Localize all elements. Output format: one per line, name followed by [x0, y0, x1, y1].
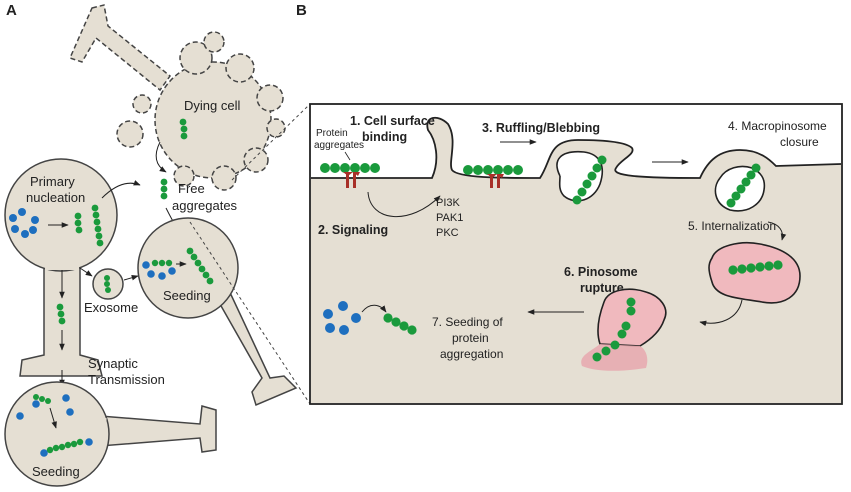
rupture-leak: [581, 344, 648, 371]
primary-nucleation-label-1: Primary: [30, 174, 75, 189]
macropinosome-aggregate: [726, 163, 761, 208]
step4-label-1: 4. Macropinosome: [728, 119, 827, 133]
bottom-soma: [4, 381, 110, 487]
kinase-pkc: PKC: [436, 227, 459, 239]
step6-label-1: 6. Pinosome: [564, 265, 638, 279]
protein-aggregates-label-1: Protein: [316, 128, 348, 139]
free-aggregates-label-1: Free: [178, 181, 205, 196]
ruptured-aggregate: [592, 297, 636, 362]
plasma-membrane: [311, 116, 842, 179]
exosome-label: Exosome: [84, 300, 138, 315]
kinase-pak1: PAK1: [436, 212, 463, 224]
seeding-soma: [137, 217, 239, 319]
exosome-release-arrow: [79, 267, 93, 277]
panel-a-label: A: [6, 2, 17, 19]
panel-b-label: B: [296, 2, 307, 19]
b-monomers: [323, 301, 361, 335]
monomers: [9, 208, 39, 238]
seeding-monomers: [142, 261, 176, 280]
forming-cup: [556, 151, 604, 202]
surface-aggregate: [320, 163, 380, 173]
receptor-1: [343, 172, 360, 188]
bottom-seeding-arrow: [49, 407, 57, 429]
receptor-2: [487, 174, 504, 188]
signaling-arrow: [367, 191, 441, 218]
dying-cell: [68, 4, 286, 191]
cup-aggregate: [572, 155, 607, 205]
free-aggregate: [160, 178, 168, 200]
exosome-aggregate: [104, 275, 111, 293]
step4-label-2: closure: [780, 135, 819, 149]
primary-nucleation-soma: [4, 158, 118, 272]
synaptic-label-1: Synaptic: [88, 356, 138, 371]
bottom-neuron: [4, 381, 217, 487]
step1-label-1: 1. Cell surface: [350, 114, 435, 128]
internalization-arrow: [767, 221, 787, 241]
seeding-label-bottom: Seeding: [32, 464, 80, 479]
step2-label: 2. Signaling: [318, 223, 388, 237]
seeding-axon: [210, 283, 298, 407]
step7-label-2: protein: [452, 331, 489, 345]
cytoplasm: [311, 117, 841, 403]
dying-cell-aggregate: [179, 118, 188, 140]
seeding-label-right: Seeding: [163, 288, 211, 303]
zoom-line-top: [231, 103, 311, 181]
axon-aggregate: [56, 303, 66, 325]
vesicle-aggregate: [728, 260, 783, 275]
step1-label-2: binding: [362, 130, 407, 144]
seeding-neuron: [137, 217, 298, 407]
rupture-arrow: [699, 299, 743, 327]
seeding-aggregate: [151, 247, 214, 285]
ruffle-aggregate: [463, 165, 523, 175]
bottom-monomers: [16, 394, 93, 457]
exosome-uptake-arrow: [123, 275, 139, 281]
kinase-pi3k: PI3K: [436, 197, 461, 209]
synaptic-label-2: Transmission: [88, 372, 165, 387]
step7-label-1: 7. Seeding of: [432, 315, 503, 329]
b-seed-aggregate: [383, 313, 417, 335]
dying-cell-process: [68, 4, 172, 92]
primary-aggregate: [74, 204, 104, 247]
secretion-arrow: [101, 180, 141, 199]
free-aggregates-label-2: aggregates: [172, 198, 238, 213]
primary-nucleation-label-2: nucleation: [26, 190, 85, 205]
internalized-vesicle: [708, 242, 801, 304]
step6-label-2: rupture: [580, 281, 624, 295]
protein-aggregates-label-2: aggregates: [314, 140, 364, 151]
step3-label: 3. Ruffling/Blebbing: [482, 121, 600, 135]
ruptured-pinosome: [597, 288, 667, 347]
bottom-aggregate-chain: [46, 438, 84, 454]
bottom-axon: [99, 405, 217, 453]
bottom-aggregate-top: [33, 394, 51, 404]
step7-label-3: aggregation: [440, 347, 503, 361]
seeding-curve-arrow: [361, 304, 387, 313]
dying-cell-label: Dying cell: [184, 98, 240, 113]
step5-label: 5. Internalization: [688, 219, 776, 233]
zoom-line-bottom: [189, 221, 311, 405]
release-arrow: [155, 141, 167, 173]
